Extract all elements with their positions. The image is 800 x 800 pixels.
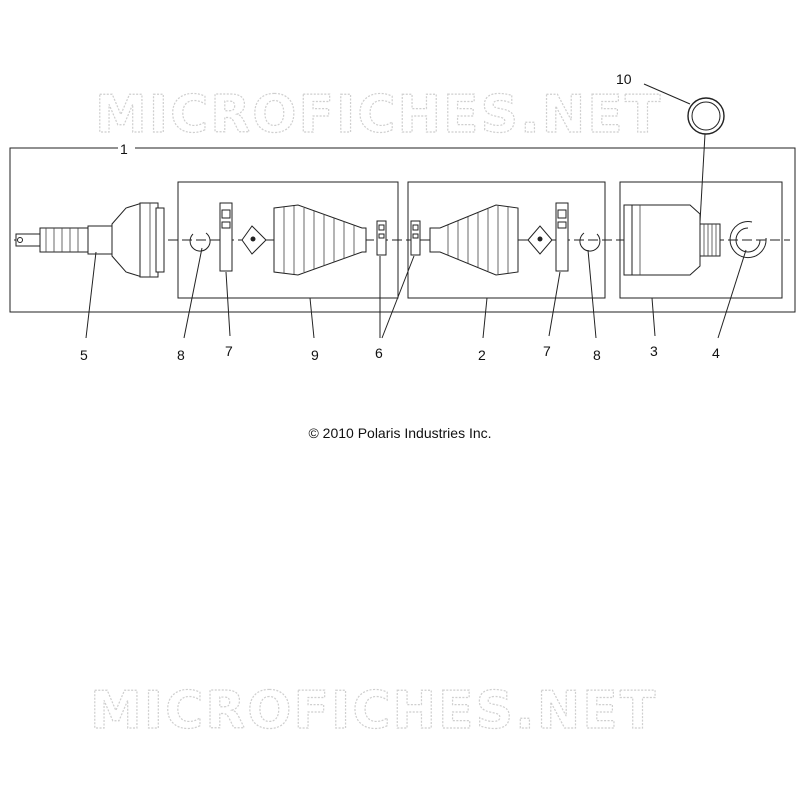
callout-10: 10 xyxy=(616,71,632,87)
callout-8-right: 8 xyxy=(593,347,601,363)
callout-2: 2 xyxy=(478,347,486,363)
o-ring xyxy=(687,97,725,135)
inboard-cv-joint xyxy=(623,204,721,276)
watermark-bottom: MICROFICHES.NET xyxy=(90,681,657,741)
callout-7-left: 7 xyxy=(225,343,233,359)
callout-1: 1 xyxy=(120,141,128,157)
inboard-boot xyxy=(429,204,519,276)
snap-ring-right xyxy=(579,232,601,252)
copyright-notice: © 2010 Polaris Industries Inc. xyxy=(308,425,492,441)
boot-clamp-left xyxy=(219,202,267,272)
callout-3: 3 xyxy=(650,343,658,359)
callout-8-left: 8 xyxy=(177,347,185,363)
boot-clamp-right xyxy=(527,202,569,272)
snap-ring-left xyxy=(189,232,211,252)
callout-6: 6 xyxy=(375,345,383,361)
small-clamp-right xyxy=(410,220,421,256)
assembly-frame xyxy=(9,147,796,313)
circlip xyxy=(729,221,767,259)
leader-lines xyxy=(85,83,747,339)
outboard-cv-joint xyxy=(15,202,165,278)
callout-7-right: 7 xyxy=(543,343,551,359)
watermark-top: MICROFICHES.NET xyxy=(95,85,662,145)
callout-5: 5 xyxy=(80,347,88,363)
small-clamp-left xyxy=(376,220,387,256)
outboard-boot xyxy=(273,204,367,276)
callout-9: 9 xyxy=(311,347,319,363)
callout-4: 4 xyxy=(712,345,720,361)
